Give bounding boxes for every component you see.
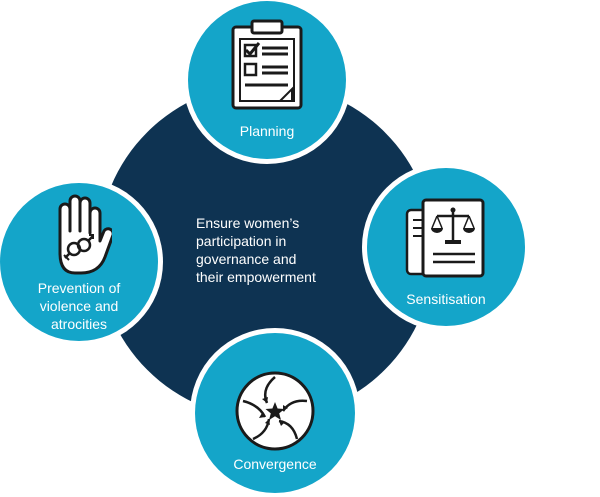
stop-hand-gender-icon [58,194,112,275]
node-sensitisation: Sensitisation [367,168,525,326]
central-goal-text: Ensure women’s participation in governan… [196,215,316,285]
node-planning-label: Planning [239,123,295,139]
node-convergence-label: Convergence [233,456,317,472]
law-scales-document-icon [405,198,485,278]
node-prevention-label: Prevention of violence and atrocities [37,280,121,332]
convergence-arrows-icon [235,371,315,451]
node-planning: Planning [188,1,346,159]
node-sensitisation-label: Sensitisation [406,291,486,307]
node-prevention: Prevention of violence and atrocities [0,183,158,341]
node-convergence: Convergence [195,333,355,493]
clipboard-checklist-icon [231,19,303,110]
